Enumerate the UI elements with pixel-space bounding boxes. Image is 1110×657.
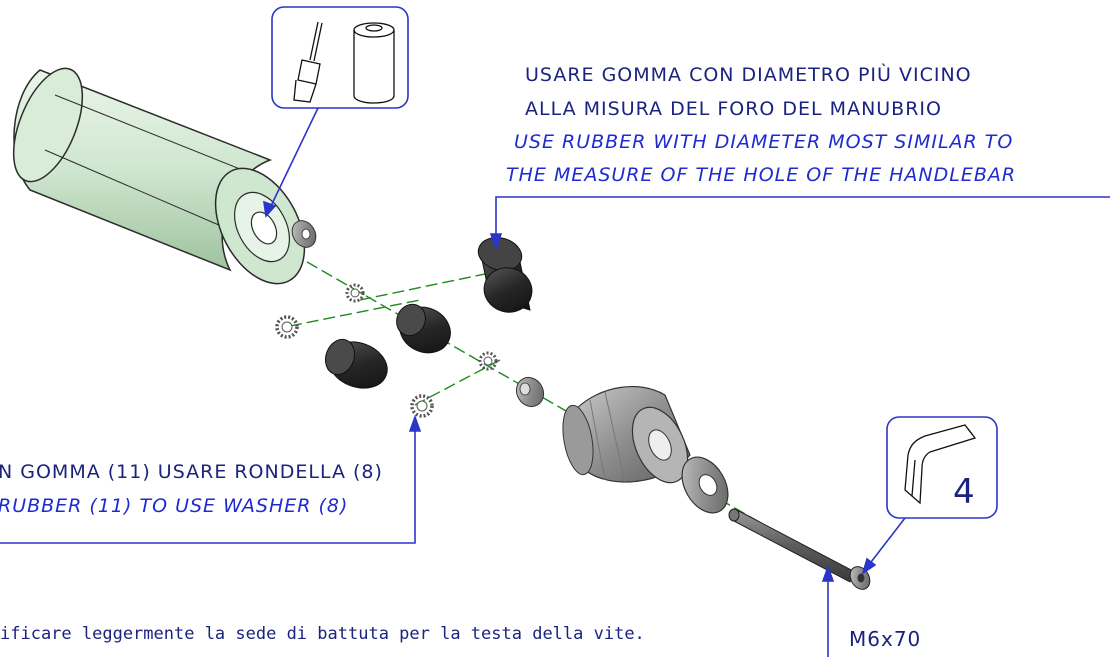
adhesive-tools-callout xyxy=(271,6,409,109)
note-top-line-3: USE RUBBER WITH DIAMETER MOST SIMILAR TO xyxy=(514,131,1014,153)
leader-lines xyxy=(0,107,1110,657)
end-cap xyxy=(562,385,691,484)
note-top-line-1: USARE GOMMA CON DIAMETRO PIÙ VICINO xyxy=(525,64,972,86)
glue-can-icon xyxy=(353,22,395,104)
note-top-line-2: ALLA MISURA DEL FORO DEL MANUBRIO xyxy=(525,98,942,120)
screw-m6x70 xyxy=(728,508,871,590)
handlebar-grip xyxy=(12,67,306,285)
nut-small xyxy=(291,220,317,248)
brush-icon xyxy=(293,21,323,103)
hex-key-callout xyxy=(886,416,998,519)
rubber-bushing-upper xyxy=(477,237,533,313)
star-washer-3 xyxy=(478,351,498,371)
leader-adhesive xyxy=(269,107,319,209)
note-left-line-2: RUBBER (11) TO USE WASHER (8) xyxy=(0,495,349,517)
upper-rubber-axis xyxy=(359,269,505,301)
screw-spec-label: M6x70 xyxy=(849,627,922,651)
rubber-bushing-lower xyxy=(324,338,388,389)
rubber-bushing-middle xyxy=(396,303,451,354)
star-washer-1 xyxy=(345,283,365,303)
leader-hex-key xyxy=(867,517,906,567)
leader-rubber xyxy=(495,196,1110,240)
note-left-line-1: N GOMMA (11) USARE RONDELLA (8) xyxy=(0,461,383,483)
upper-washer-axis xyxy=(289,299,421,327)
star-washer-4 xyxy=(410,394,434,418)
hex-key-size-label: 4 xyxy=(953,472,975,512)
star-washer-2 xyxy=(275,315,299,339)
hex-key-icon xyxy=(904,424,977,505)
leader-washer xyxy=(0,425,416,544)
note-bottom: ificare leggermente la sede di battuta p… xyxy=(0,624,645,644)
note-top-line-4: THE MEASURE OF THE HOLE OF THE HANDLEBAR xyxy=(506,164,1017,186)
flat-washer xyxy=(681,456,729,514)
spacer-small xyxy=(515,376,545,408)
